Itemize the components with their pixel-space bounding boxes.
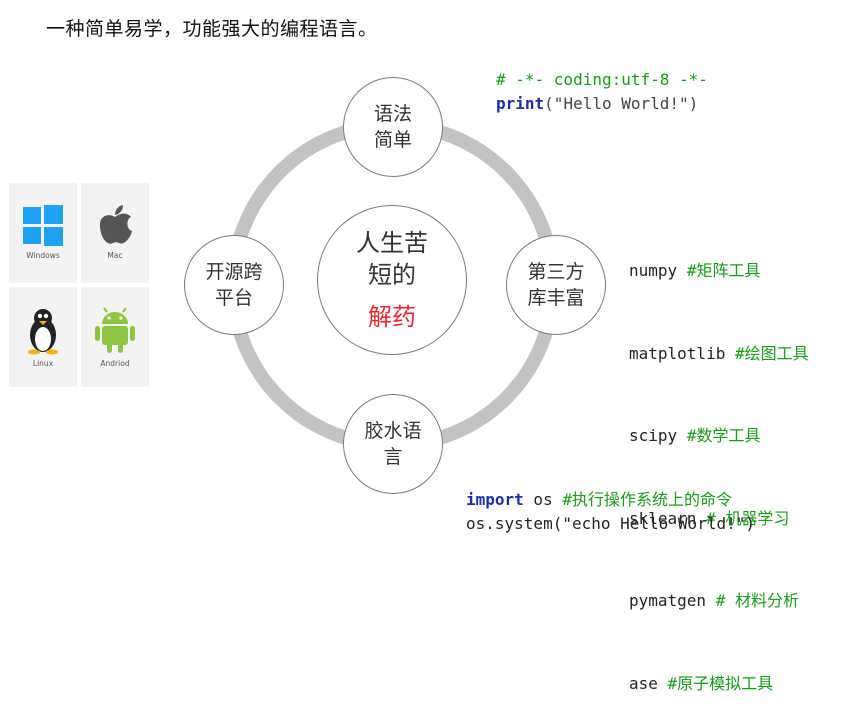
center-line1: 人生苦 — [356, 229, 428, 257]
import-line: import os #执行操作系统上的命令 — [466, 488, 755, 512]
library-name: pymatgen — [629, 591, 707, 610]
library-item: numpy #矩阵工具 — [629, 257, 809, 285]
library-item: pymatgen # 材料分析 — [629, 587, 809, 615]
headline: 一种简单易学，功能强大的编程语言。 — [46, 18, 378, 40]
library-comment: # 材料分析 — [715, 591, 799, 610]
center-accent: 解药 — [368, 303, 416, 331]
code-hello-world: # -*- coding:utf-8 -*- print("Hello World… — [496, 68, 708, 116]
windows-logo-icon — [23, 205, 63, 246]
node-center: 人生苦 短的 解药 — [317, 205, 467, 355]
android-logo-icon — [95, 307, 135, 353]
print-args: ("Hello World!") — [544, 94, 699, 113]
node-left-line2: 平台 — [214, 287, 253, 309]
center-line2: 短的 — [368, 261, 416, 289]
platform-label: Mac — [107, 251, 123, 260]
library-list: numpy #矩阵工具 matplotlib #绘图工具 scipy #数学工具… — [629, 202, 809, 725]
node-cross-platform: 开源跨 平台 — [184, 235, 284, 335]
library-item: scipy #数学工具 — [629, 422, 809, 450]
platform-android: Andriod — [81, 287, 149, 387]
node-right-line2: 库丰富 — [527, 287, 585, 309]
node-top-line1: 语法 — [373, 103, 412, 125]
platform-windows: Windows — [9, 183, 77, 283]
library-comment: # 机器学习 — [706, 508, 790, 528]
apple-logo-icon — [99, 205, 132, 244]
library-name: matplotlib — [629, 343, 726, 363]
node-bottom-line2: 言 — [383, 446, 403, 468]
platform-linux: Linux — [9, 287, 77, 387]
import-keyword: import — [466, 490, 524, 509]
node-top-line2: 简单 — [373, 129, 412, 151]
library-comment: #绘图工具 — [734, 343, 809, 363]
library-comment: #数学工具 — [686, 426, 761, 445]
library-name: sklearn — [629, 508, 697, 528]
library-comment: #原子模拟工具 — [667, 673, 774, 693]
node-syntax-simple: 语法 简单 — [343, 77, 443, 177]
node-left-line1: 开源跨 — [205, 261, 263, 283]
node-bottom-line1: 胶水语 — [364, 420, 422, 442]
library-item: sklearn # 机器学习 — [629, 505, 809, 533]
platform-label: Andriod — [100, 359, 130, 368]
platform-logos: Windows Mac Linux — [9, 183, 151, 388]
node-right-line1: 第三方 — [527, 261, 585, 283]
import-comment: #执行操作系统上的命令 — [562, 490, 732, 509]
node-rich-libraries: 第三方 库丰富 — [506, 235, 606, 335]
system-call-line: os.system("echo Hello World!") — [466, 514, 755, 533]
import-module: os — [523, 490, 563, 509]
platform-label: Linux — [32, 359, 54, 368]
library-item: matplotlib #绘图工具 — [629, 340, 809, 368]
coding-comment: # -*- coding:utf-8 -*- — [496, 70, 708, 89]
code-os-system: import os #执行操作系统上的命令 os.system("echo Hel… — [466, 488, 755, 536]
platform-mac: Mac — [81, 183, 149, 283]
print-line: print("Hello World!") — [496, 92, 708, 116]
library-name: ase — [629, 673, 658, 693]
library-name: numpy — [629, 261, 678, 280]
linux-tux-icon — [28, 309, 58, 355]
platform-label: Windows — [26, 251, 60, 260]
library-name: scipy — [629, 426, 678, 445]
library-comment: #矩阵工具 — [686, 261, 761, 280]
node-glue-language: 胶水语 言 — [343, 394, 443, 494]
library-item: ase #原子模拟工具 — [629, 670, 809, 698]
print-keyword: print — [496, 94, 545, 113]
